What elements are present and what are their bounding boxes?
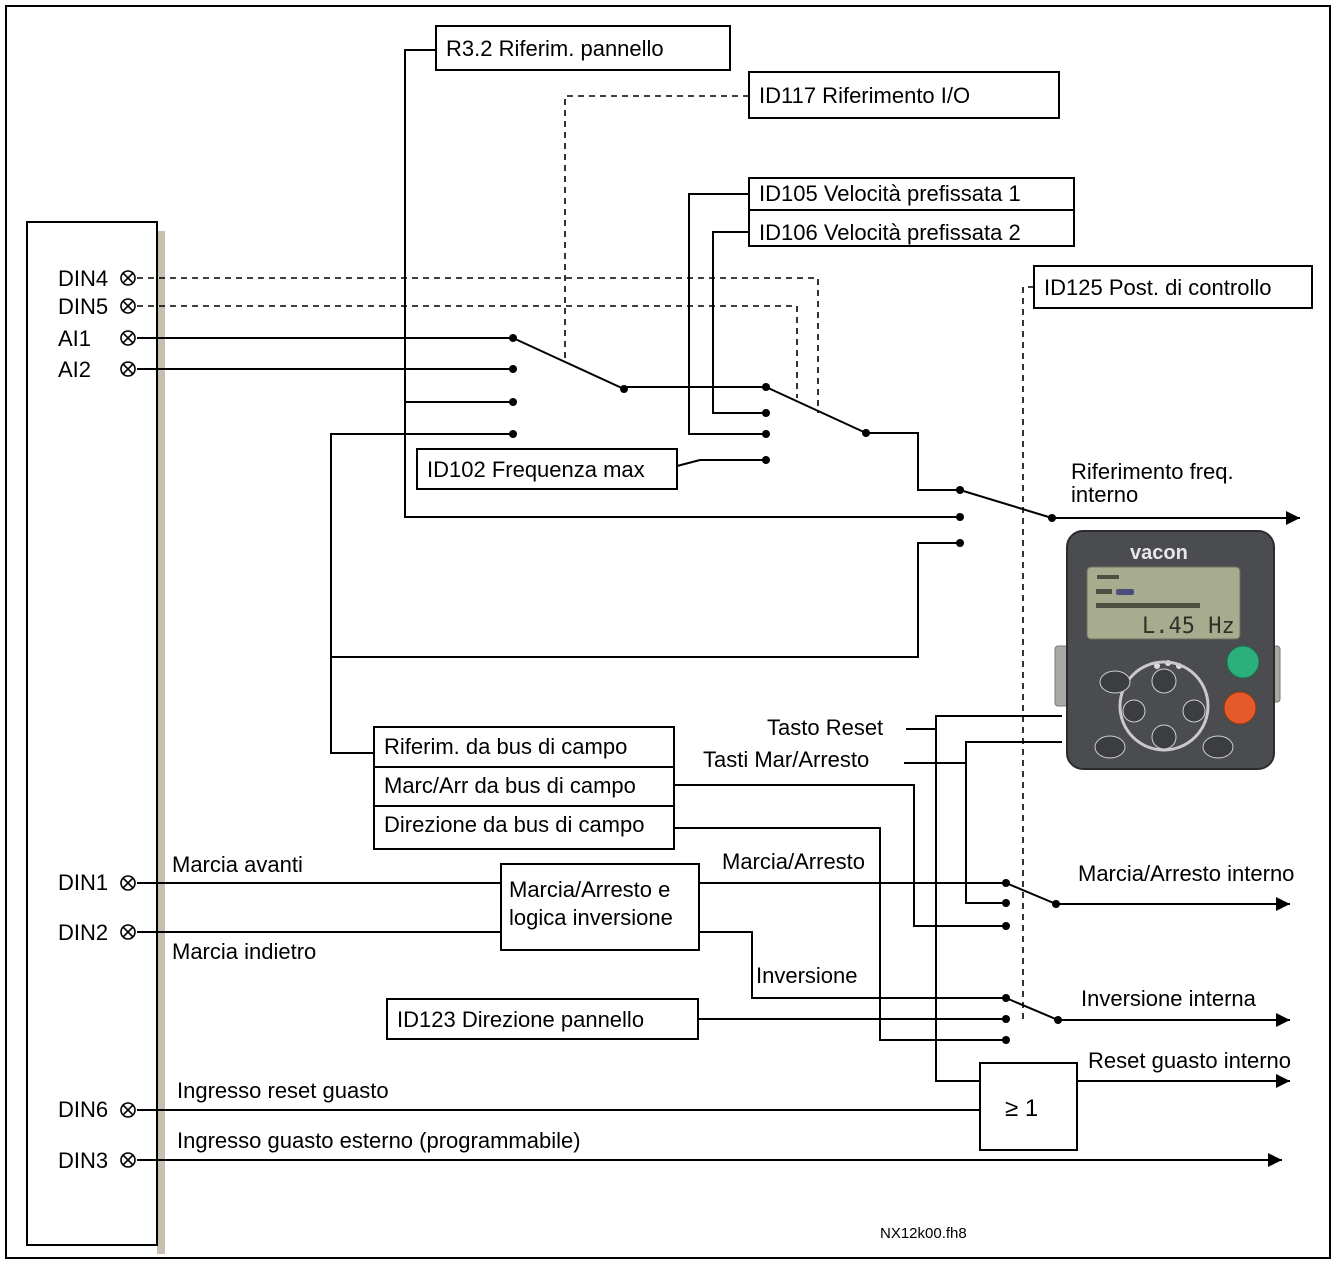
r32-wire: [404, 49, 960, 518]
preset-speed-box: [748, 177, 1075, 247]
fieldbus-runstop-label: Marc/Arr da bus di campo: [384, 773, 636, 798]
reverse-selector-arm: [1005, 997, 1059, 1021]
internal-runstop-output-label: Marcia/Arresto interno: [1078, 861, 1294, 886]
selector3-switch-arm: [959, 489, 1053, 519]
fieldbus-runstop-wire: [674, 784, 1006, 927]
keypad-left-button: [1122, 699, 1146, 723]
id106-wire: [712, 231, 766, 414]
start-stop-keys-label: Tasti Mar/Arresto: [703, 747, 869, 772]
diagram-frame: [5, 5, 1331, 1259]
terminal-block-shadow: [157, 231, 165, 1254]
fieldbus-direction-wire: [674, 827, 1006, 1041]
reverse-selector-contact: [1002, 1036, 1010, 1044]
id102-wire: [676, 459, 766, 467]
terminal-block: [26, 221, 158, 1246]
forward-run-label: Marcia avanti: [172, 852, 303, 877]
freq-reference-output-label-line2: interno: [1071, 482, 1138, 507]
id123-panel-direction-box: [386, 998, 699, 1040]
start-stop-logic-box: [500, 863, 700, 951]
keypad-reset-button: [1094, 735, 1126, 759]
terminal-connector-icon: [120, 1102, 136, 1118]
terminal-connector-icon: [120, 875, 136, 891]
terminal-din4-label: DIN4: [58, 266, 108, 291]
selector2-contact: [762, 456, 770, 464]
id125-control-place-label: ID125 Post. di controllo: [1044, 275, 1271, 300]
keypad-lcd-reading: L.45 Hz: [1142, 614, 1235, 639]
id125-control-place-box: [1033, 265, 1313, 309]
id105-wire: [688, 193, 766, 435]
selector3-contact: [956, 513, 964, 521]
start-stop-logic-label-line2: logica inversione: [509, 905, 673, 930]
selector2-contact: [762, 430, 770, 438]
runstop-selector-arm: [1005, 882, 1057, 905]
terminal-connector-icon: [120, 330, 136, 346]
terminal-ai1-label: AI1: [58, 326, 91, 351]
selector2-output-wire: [866, 432, 960, 491]
r32-panel-reference-label: R3.2 Riferim. pannello: [446, 36, 664, 61]
terminal-din2-label: DIN2: [58, 920, 108, 945]
reverse-signal-label: Inversione: [756, 963, 858, 988]
reverse-run-label: Marcia indietro: [172, 939, 316, 964]
runstop-selector-contact: [1002, 899, 1010, 907]
internal-reverse-output-label: Inversione interna: [1081, 986, 1257, 1011]
external-fault-input-label: Ingresso guasto esterno (programmabile): [177, 1128, 581, 1153]
r32-panel-reference-box: [435, 25, 731, 71]
id125-control-dashed: [1022, 286, 1034, 1020]
id106-preset-speed-2-label: ID106 Velocità prefissata 2: [759, 220, 1021, 245]
keypad-right-button: [1182, 699, 1206, 723]
din4-dashed: [137, 277, 819, 413]
fieldbus-loop-wire: [331, 542, 960, 658]
keypad-start-button: [1226, 645, 1260, 679]
selector2-switch-arm: [765, 386, 867, 434]
reset-key-label: Tasto Reset: [767, 715, 883, 740]
or-gate-label: ≥ 1: [1005, 1095, 1038, 1122]
id117-control-dashed: [564, 95, 749, 362]
keypad-enter-button: [1202, 735, 1234, 759]
terminal-connector-icon: [120, 1152, 136, 1168]
id117-io-reference-label: ID117 Riferimento I/O: [759, 83, 970, 108]
run-stop-signal-label: Marcia/Arresto: [722, 849, 865, 874]
internal-fault-reset-output-label: Reset guasto interno: [1088, 1048, 1291, 1073]
fieldbus-reference-label: Riferim. da bus di campo: [384, 734, 627, 759]
keypad-runstop-wire: [965, 741, 1062, 904]
id117-io-reference-box: [748, 71, 1060, 119]
terminal-din5-label: DIN5: [58, 294, 108, 319]
keypad-stop-button: [1223, 691, 1257, 725]
keypad-reset-wire: [935, 715, 1062, 1082]
terminal-connector-icon: [120, 298, 136, 314]
keypad-menu-button: [1099, 670, 1131, 694]
keypad-brand-label: vacon: [1130, 542, 1188, 564]
selector1-contact: [509, 398, 517, 406]
id102-max-frequency-label: ID102 Frequenza max: [427, 457, 645, 482]
fieldbus-ref-wire: [330, 433, 513, 754]
reverse-selector-contact: [1002, 1015, 1010, 1023]
terminal-connector-icon: [120, 270, 136, 286]
keypad-image: vacon L.45 Hz: [1054, 530, 1281, 770]
fieldbus-box: [373, 726, 675, 850]
id105-preset-speed-1-label: ID105 Velocità prefissata 1: [759, 181, 1021, 206]
terminal-connector-icon: [120, 924, 136, 940]
selector1-contact: [509, 365, 517, 373]
terminal-ai2-label: AI2: [58, 357, 91, 382]
din5-dashed: [137, 305, 798, 398]
id123-panel-direction-label: ID123 Direzione pannello: [397, 1007, 644, 1032]
start-stop-logic-label-line1: Marcia/Arresto e: [509, 877, 670, 902]
or-gate-box: [979, 1062, 1078, 1151]
selector2-contact: [762, 409, 770, 417]
fieldbus-direction-label: Direzione da bus di campo: [384, 812, 644, 837]
keypad-up-button: [1151, 668, 1177, 694]
keypad-down-button: [1151, 724, 1177, 750]
selector1-switch-arm: [512, 337, 625, 390]
drawing-file-id: NX12k00.fh8: [880, 1225, 967, 1242]
id102-max-frequency-box: [416, 448, 678, 490]
terminal-din1-label: DIN1: [58, 870, 108, 895]
fault-reset-input-label: Ingresso reset guasto: [177, 1078, 389, 1103]
runstop-selector-contact: [1002, 922, 1010, 930]
terminal-din3-label: DIN3: [58, 1148, 108, 1173]
terminal-din6-label: DIN6: [58, 1097, 108, 1122]
logic-reverse-wire: [699, 931, 1006, 999]
freq-reference-output-label-line1: Riferimento freq.: [1071, 459, 1234, 484]
terminal-connector-icon: [120, 361, 136, 377]
